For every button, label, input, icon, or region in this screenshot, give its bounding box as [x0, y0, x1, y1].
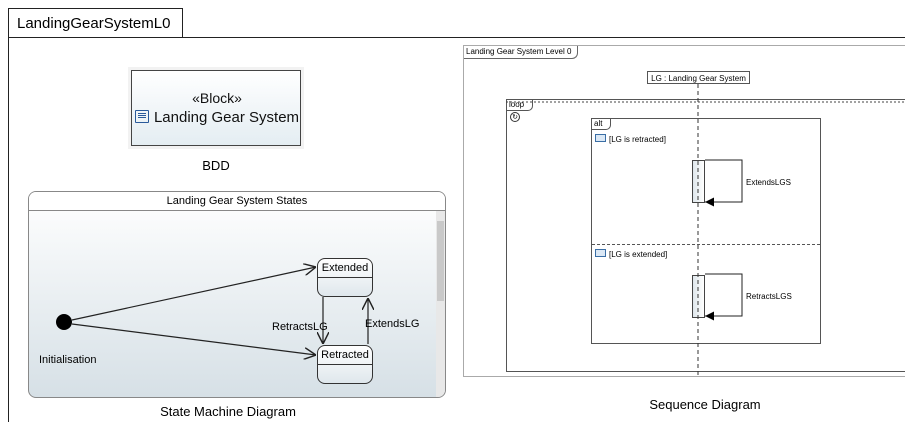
guard-extended-text: [LG is extended]: [609, 250, 668, 259]
sequence-caption: Sequence Diagram: [649, 397, 761, 412]
bdd-diagram[interactable]: «Block» Landing Gear System: [128, 67, 304, 149]
alt-fragment-label: alt: [592, 119, 612, 130]
guard-icon: [595, 249, 606, 257]
lifeline-head[interactable]: LG : Landing Gear System: [647, 71, 750, 84]
transitions-layer: [56, 192, 445, 397]
state-machine-caption: State Machine Diagram: [160, 404, 296, 419]
activation-bar[interactable]: [692, 160, 705, 203]
state-retracted-label: Retracted: [318, 346, 372, 365]
transition-label-extends: ExtendsLG: [365, 318, 420, 330]
bdd-caption: BDD: [202, 158, 230, 173]
state-machine-diagram[interactable]: Landing Gear System States Extended Retr…: [28, 191, 446, 398]
initial-state-label: Initialisation: [39, 354, 97, 366]
block-icon: [134, 110, 149, 123]
block-name-text: Landing Gear System: [153, 109, 300, 126]
self-message-extends[interactable]: [705, 159, 743, 207]
frame-border-top: [183, 37, 905, 38]
state-machine-scrollbar[interactable]: [436, 211, 445, 397]
alt-separator: [592, 244, 820, 245]
self-message-retracts[interactable]: [705, 273, 743, 321]
message-retracts-label: RetractsLGS: [746, 292, 792, 301]
message-extends-label: ExtendsLGS: [746, 178, 791, 187]
frame-title-tab[interactable]: LandingGearSystemL0: [8, 8, 183, 38]
state-machine-title: Landing Gear System States: [29, 192, 445, 211]
state-extended-label: Extended: [318, 259, 372, 278]
loop-fragment-label: loop: [507, 100, 534, 111]
sequence-frame-label: Landing Gear System Level 0: [464, 46, 579, 59]
transition-label-retracts: RetractsLG: [272, 321, 328, 333]
guard-extended: [LG is extended]: [595, 249, 667, 260]
transition-to-extended[interactable]: [71, 267, 316, 321]
block-stereotype: «Block»: [192, 90, 242, 106]
block-element[interactable]: «Block» Landing Gear System: [131, 70, 301, 146]
guard-retracted-text: [LG is retracted]: [609, 135, 666, 144]
frame-border-left: [8, 37, 9, 422]
sequence-lines-layer: [506, 84, 905, 378]
sequence-diagram[interactable]: Landing Gear System Level 0 LG : Landing…: [463, 45, 905, 378]
guard-icon: [595, 134, 606, 142]
loop-icon: ↻: [510, 112, 520, 122]
loop-fragment[interactable]: loop ↻: [506, 99, 905, 372]
initial-state-node[interactable]: [56, 314, 72, 330]
state-extended[interactable]: Extended: [317, 258, 373, 297]
alt-fragment[interactable]: alt [LG is retracted] [LG is extended] E…: [591, 118, 821, 344]
block-name: Landing Gear System: [132, 109, 302, 126]
state-retracted[interactable]: Retracted: [317, 345, 373, 384]
transition-to-retracted[interactable]: [71, 323, 316, 355]
guard-retracted: [LG is retracted]: [595, 134, 666, 145]
frame-border: [8, 37, 183, 38]
scrollbar-thumb[interactable]: [437, 221, 444, 301]
